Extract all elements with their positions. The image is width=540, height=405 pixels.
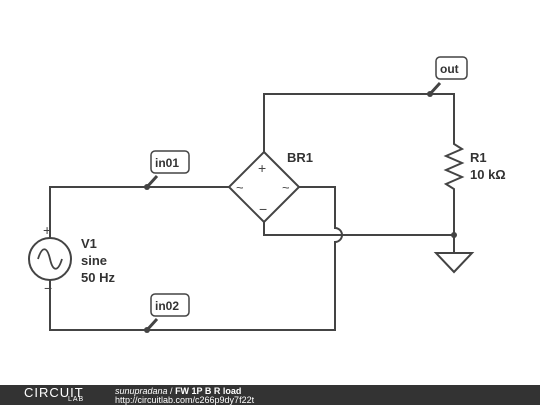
source-name: V1 [81, 236, 97, 251]
source-type: sine [81, 253, 107, 268]
bridge-ac-left: ~ [236, 180, 244, 195]
circuitlab-logo: CIRCUIT LAB [24, 385, 114, 405]
resistor-name: R1 [470, 150, 487, 165]
source-plus: + [43, 222, 51, 238]
footer-url[interactable]: http://circuitlab.com/c266p9dy7f22t [115, 395, 255, 405]
logo-top-text: CIRCUIT [24, 385, 84, 400]
bridge-minus: − [259, 201, 267, 217]
wire-in02 [49, 241, 336, 331]
footer-bar: CIRCUIT LAB sunupradana / FW 1P B R load… [0, 385, 540, 405]
sine-icon [37, 248, 63, 270]
net-label-out-text: out [440, 62, 459, 76]
bridge-plus: + [258, 160, 266, 176]
source-frequency: 50 Hz [81, 270, 115, 285]
footer-title[interactable]: FW 1P B R load [175, 386, 242, 396]
resistor-r1 [443, 138, 465, 196]
circuit-schematic: + − V1 sine 50 Hz + − ~ ~ BR1 R1 10 kΩ i… [28, 56, 506, 333]
wire-ground [263, 221, 455, 254]
footer-separator: / [167, 386, 176, 396]
net-label-out: out [428, 56, 468, 96]
bridge-name: BR1 [287, 150, 313, 165]
ground-symbol [433, 252, 475, 274]
junction-dot [451, 232, 457, 238]
logo-bottom-text: LAB [68, 396, 85, 403]
resistor-value: 10 kΩ [470, 167, 506, 182]
source-minus: − [44, 280, 52, 296]
net-label-in01: in01 [145, 150, 190, 189]
footer-author[interactable]: sunupradana [115, 386, 168, 396]
bridge-br1 [227, 150, 301, 224]
wire-bridge-right [299, 186, 336, 229]
wire-out [263, 93, 455, 153]
net-label-in02: in02 [145, 293, 190, 332]
net-label-in02-text: in02 [155, 299, 179, 313]
bridge-ac-right: ~ [282, 180, 290, 195]
net-label-in01-text: in01 [155, 156, 179, 170]
footer-attribution: sunupradana / FW 1P B R load [115, 386, 241, 396]
